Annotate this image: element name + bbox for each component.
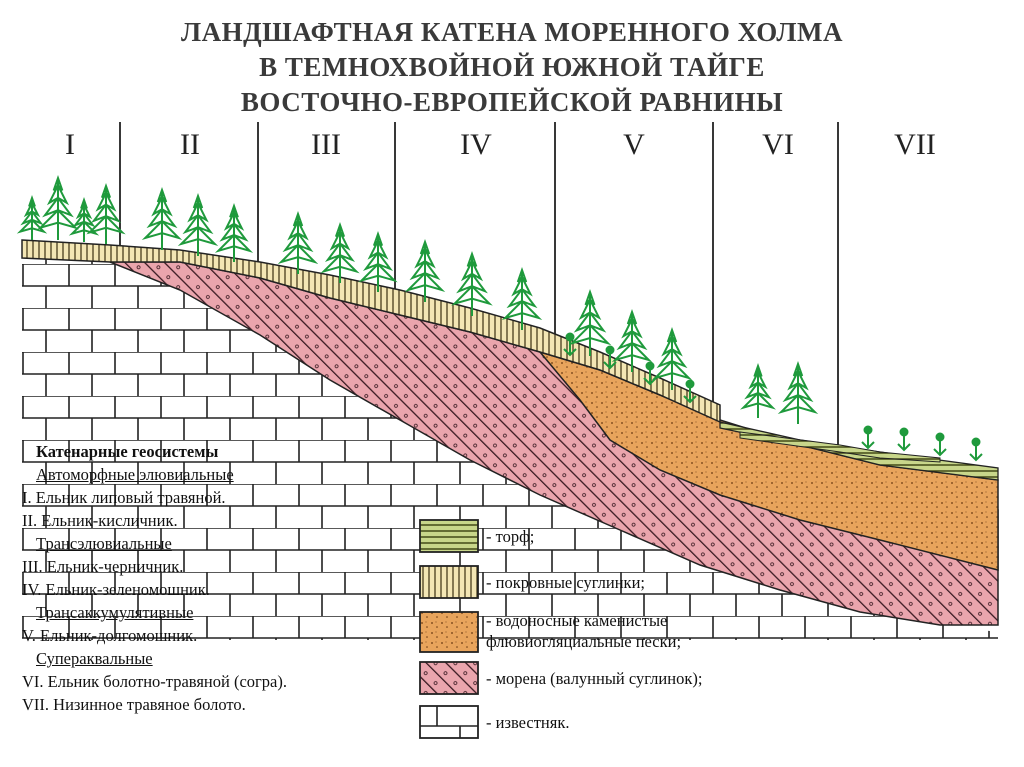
shrub-icon	[863, 425, 873, 435]
legend-item: VI. Ельник болотно-травяной (согра).	[22, 672, 287, 691]
shrub-icon	[935, 432, 945, 442]
legend-item: II. Ельник-кисличник.	[22, 511, 178, 530]
swatch-moraine	[419, 661, 479, 695]
catena-legend: Катенарные геосистемы Автоморфные элювиа…	[22, 440, 287, 716]
shrub-icon	[605, 345, 615, 355]
zone-label-7: VII	[894, 128, 936, 161]
grass-icon	[861, 434, 875, 450]
layer-label-limestone: - известняк.	[486, 713, 570, 732]
shrub-icon	[645, 361, 655, 371]
legend-item: I. Ельник липовый травяной.	[22, 488, 226, 507]
shrub-icon	[685, 379, 695, 389]
shrub-icon	[899, 427, 909, 437]
grass-icon	[969, 446, 983, 462]
legend-item: IV. Ельник-зеленомошник.	[22, 580, 210, 599]
conifer-trees	[16, 174, 983, 462]
legend-heading: Катенарные геосистемы	[36, 442, 219, 461]
swatch-loam	[419, 565, 479, 599]
layer-label-sand: - водоносные каменистые	[486, 611, 668, 630]
layer-label-peat: - торф;	[486, 527, 535, 546]
zone-label-4: IV	[460, 128, 492, 161]
zone-label-3: III	[311, 128, 341, 161]
title-line-2: В ТЕМНОХВОЙНОЙ ЮЖНОЙ ТАЙГЕ	[259, 52, 765, 82]
layer-label-moraine: - морена (валунный суглинок);	[486, 669, 703, 688]
zone-label-5: V	[623, 128, 645, 161]
swatch-limestone	[419, 705, 479, 739]
group-name: Трансэлювиальные	[36, 534, 172, 553]
swatch-sand	[419, 611, 479, 653]
limestone-layer	[22, 258, 998, 640]
zone-label-2: II	[180, 128, 200, 161]
layer-label-loam: - покровные суглинки;	[486, 573, 645, 592]
zone-separators	[119, 122, 839, 445]
shrub-icon	[565, 332, 575, 342]
grass-icon	[643, 370, 657, 386]
group-name: Автоморфные элювиальные	[36, 465, 234, 484]
zone-label-6: VI	[762, 128, 794, 161]
title-line-1: ЛАНДШАФТНАЯ КАТЕНА МОРЕННОГО ХОЛМА	[180, 17, 844, 47]
grass-icon	[603, 354, 617, 370]
grass-icon	[897, 436, 911, 452]
group-name: Трансаккумулятивные	[36, 603, 194, 622]
zone-label-1: I	[65, 128, 75, 161]
legend-item: VII. Низинное травяное болото.	[22, 695, 246, 714]
layer-label-sand-2: флювиогляциальные пески;	[486, 632, 682, 651]
title-line-3: ВОСТОЧНО-ЕВРОПЕЙСКОЙ РАВНИНЫ	[240, 87, 784, 117]
legend-item: V. Ельник-долгомошник.	[22, 626, 198, 645]
swatch-peat	[419, 519, 479, 553]
grass-icon	[933, 441, 947, 457]
grass-icon	[563, 341, 577, 357]
grass-icon	[683, 388, 697, 404]
legend-item: III. Ельник-черничник.	[22, 557, 184, 576]
shrub-icon	[971, 437, 981, 447]
group-name: Супераквальные	[36, 649, 153, 668]
layer-legend-swatches	[419, 519, 479, 739]
